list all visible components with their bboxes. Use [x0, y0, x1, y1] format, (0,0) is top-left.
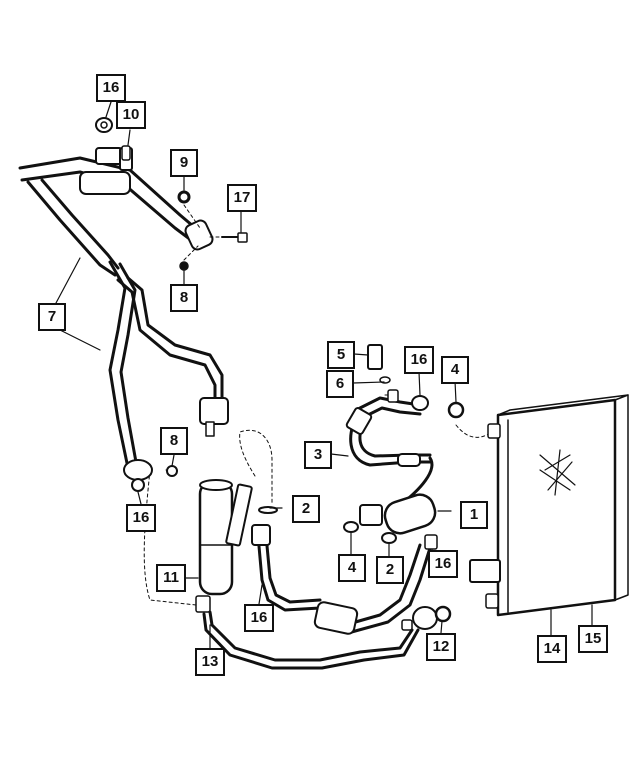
callout-4-lower: 4 — [338, 554, 366, 582]
callout-17: 17 — [227, 184, 257, 212]
callout-9: 9 — [170, 149, 198, 177]
upper-line-assembly — [18, 117, 248, 477]
condenser — [469, 394, 629, 617]
callout-1: 1 — [460, 501, 488, 529]
callout-15: 15 — [578, 625, 608, 653]
callout-8-lower: 8 — [160, 427, 188, 455]
callout-16-bottom: 16 — [244, 604, 274, 632]
callout-6: 6 — [326, 370, 354, 398]
callout-16-valve: 16 — [404, 346, 434, 374]
callout-4-upper: 4 — [441, 356, 469, 384]
callout-2-center: 2 — [292, 495, 320, 523]
callout-16-right: 16 — [428, 550, 458, 578]
leader-lines — [55, 101, 593, 649]
callout-8-upper: 8 — [170, 284, 198, 312]
callout-13: 13 — [195, 648, 225, 676]
discharge-line-assembly — [313, 344, 465, 635]
callout-14: 14 — [537, 635, 567, 663]
callout-16-top: 16 — [96, 74, 126, 102]
callout-10: 10 — [116, 101, 146, 129]
receiver-drier-assembly — [123, 459, 420, 670]
callout-3: 3 — [304, 441, 332, 469]
connector-dashes — [143, 204, 493, 606]
callout-12: 12 — [426, 633, 456, 661]
callout-2-lower: 2 — [376, 556, 404, 584]
callout-11: 11 — [156, 564, 186, 592]
callout-5: 5 — [327, 341, 355, 369]
callout-7: 7 — [38, 303, 66, 331]
callout-16-left: 16 — [126, 504, 156, 532]
